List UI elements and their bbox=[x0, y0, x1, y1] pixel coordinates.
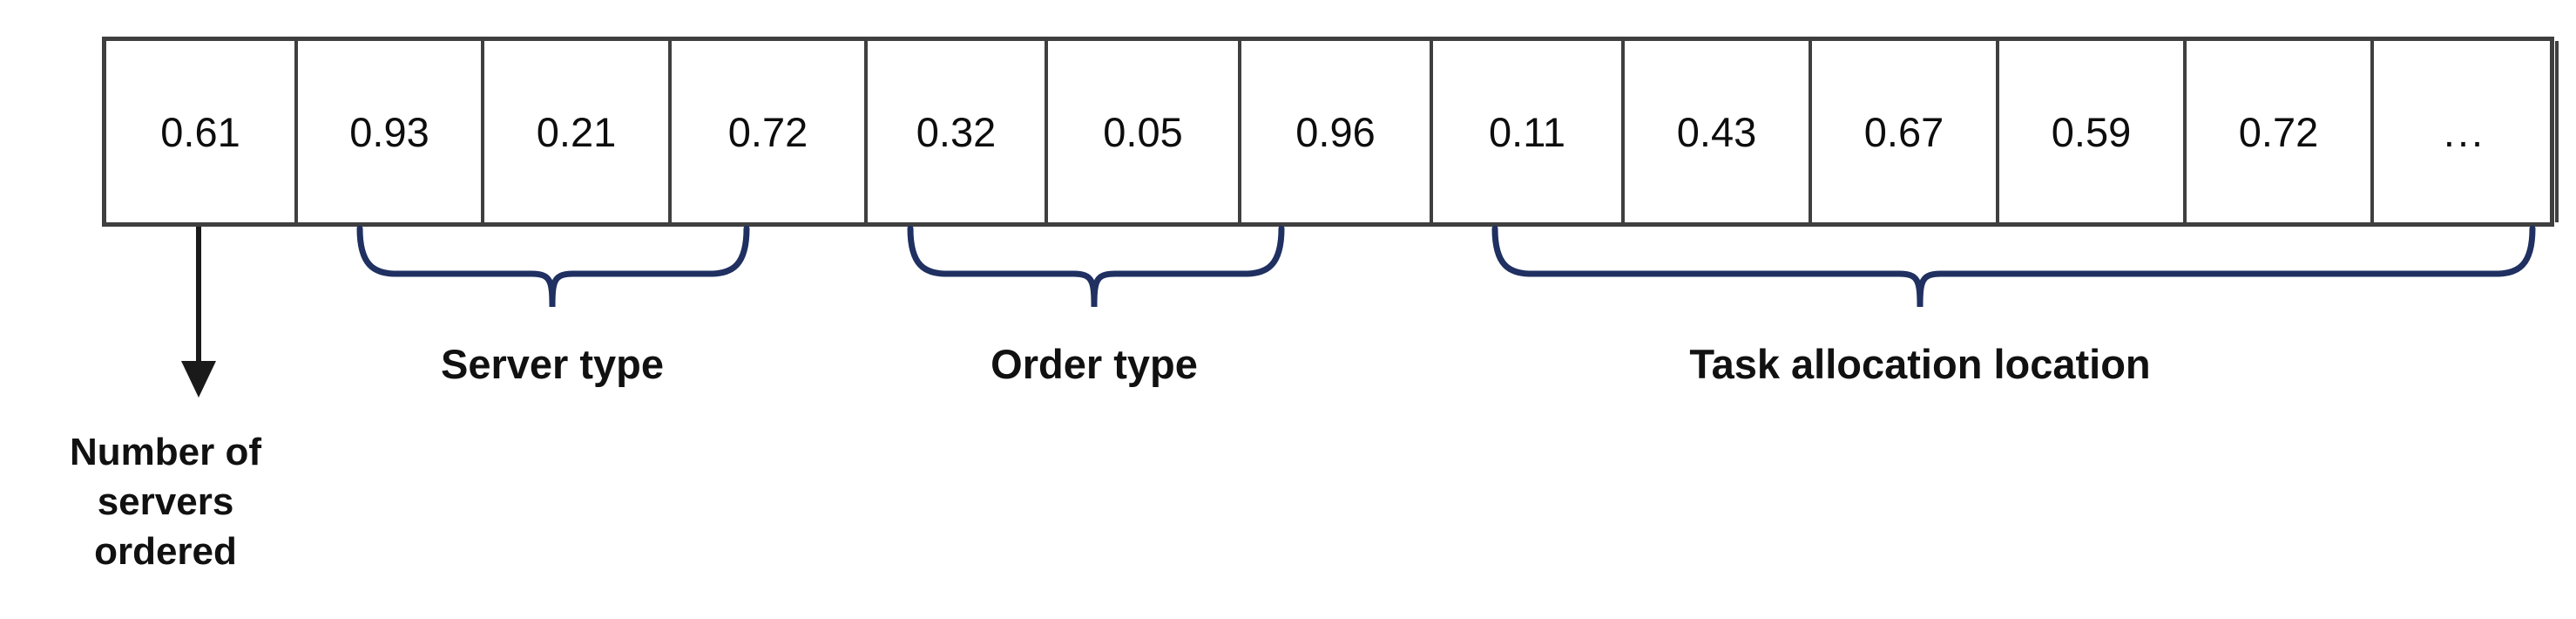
encoding-cell-3: 0.21 bbox=[484, 41, 672, 222]
encoding-cell-6: 0.05 bbox=[1048, 41, 1241, 222]
encoding-cell-value: 0.72 bbox=[2238, 108, 2319, 155]
encoding-cell-value: 0.67 bbox=[1863, 108, 1944, 155]
brace-label-order-type: Order type bbox=[991, 341, 1198, 387]
arrow-caption-line-2: servers bbox=[97, 480, 234, 524]
encoding-cell-value: 0.61 bbox=[160, 108, 240, 155]
number-of-servers-arrow bbox=[181, 227, 216, 398]
encoding-cell-value: 0.05 bbox=[1103, 108, 1183, 155]
encoding-cell-11: 0.59 bbox=[1999, 41, 2187, 222]
encoding-cell-value: 0.11 bbox=[1489, 108, 1565, 155]
encoding-cell-value: 0.32 bbox=[916, 108, 997, 155]
brace-label-task-allocation-location: Task allocation location bbox=[1689, 341, 2151, 387]
arrow-caption-number-of-servers-ordered: Number of servers ordered bbox=[70, 427, 261, 577]
encoding-cell-8: 0.11 bbox=[1433, 41, 1625, 222]
encoding-cell-5: 0.32 bbox=[868, 41, 1048, 222]
encoding-cell-13: ... bbox=[2374, 41, 2559, 222]
encoding-cell-value: 0.59 bbox=[2051, 108, 2132, 155]
encoding-cell-12: 0.72 bbox=[2187, 41, 2374, 222]
encoding-cell-2: 0.93 bbox=[298, 41, 484, 222]
encoding-cell-value: 0.96 bbox=[1295, 108, 1376, 155]
encoding-cell-value: 0.21 bbox=[536, 108, 617, 155]
arrow-caption-line-3: ordered bbox=[94, 530, 237, 574]
encoding-cell-4: 0.72 bbox=[672, 41, 868, 222]
brace-server-type bbox=[356, 225, 750, 308]
brace-order-type bbox=[907, 225, 1285, 308]
encoding-cell-strip: 0.61 0.93 0.21 0.72 0.32 0.05 0.96 0.11 0.43 0.67… bbox=[102, 37, 2559, 227]
encoding-cell-10: 0.67 bbox=[1812, 41, 1999, 222]
encoding-cell-value: 0.43 bbox=[1676, 108, 1757, 155]
arrow-caption-line-1: Number of bbox=[70, 431, 261, 473]
encoding-cell-value: 0.72 bbox=[727, 108, 808, 155]
encoding-cell-1: 0.61 bbox=[106, 41, 298, 222]
encoding-cell-7: 0.96 bbox=[1241, 41, 1433, 222]
encoding-cell-value: 0.93 bbox=[349, 108, 429, 155]
encoding-cell-trailing bbox=[2559, 41, 2576, 222]
encoding-cell-9: 0.43 bbox=[1625, 41, 1812, 222]
brace-label-server-type: Server type bbox=[440, 341, 665, 387]
brace-task-allocation-location bbox=[1491, 225, 2536, 308]
encoding-cell-value: ... bbox=[2443, 108, 2486, 155]
